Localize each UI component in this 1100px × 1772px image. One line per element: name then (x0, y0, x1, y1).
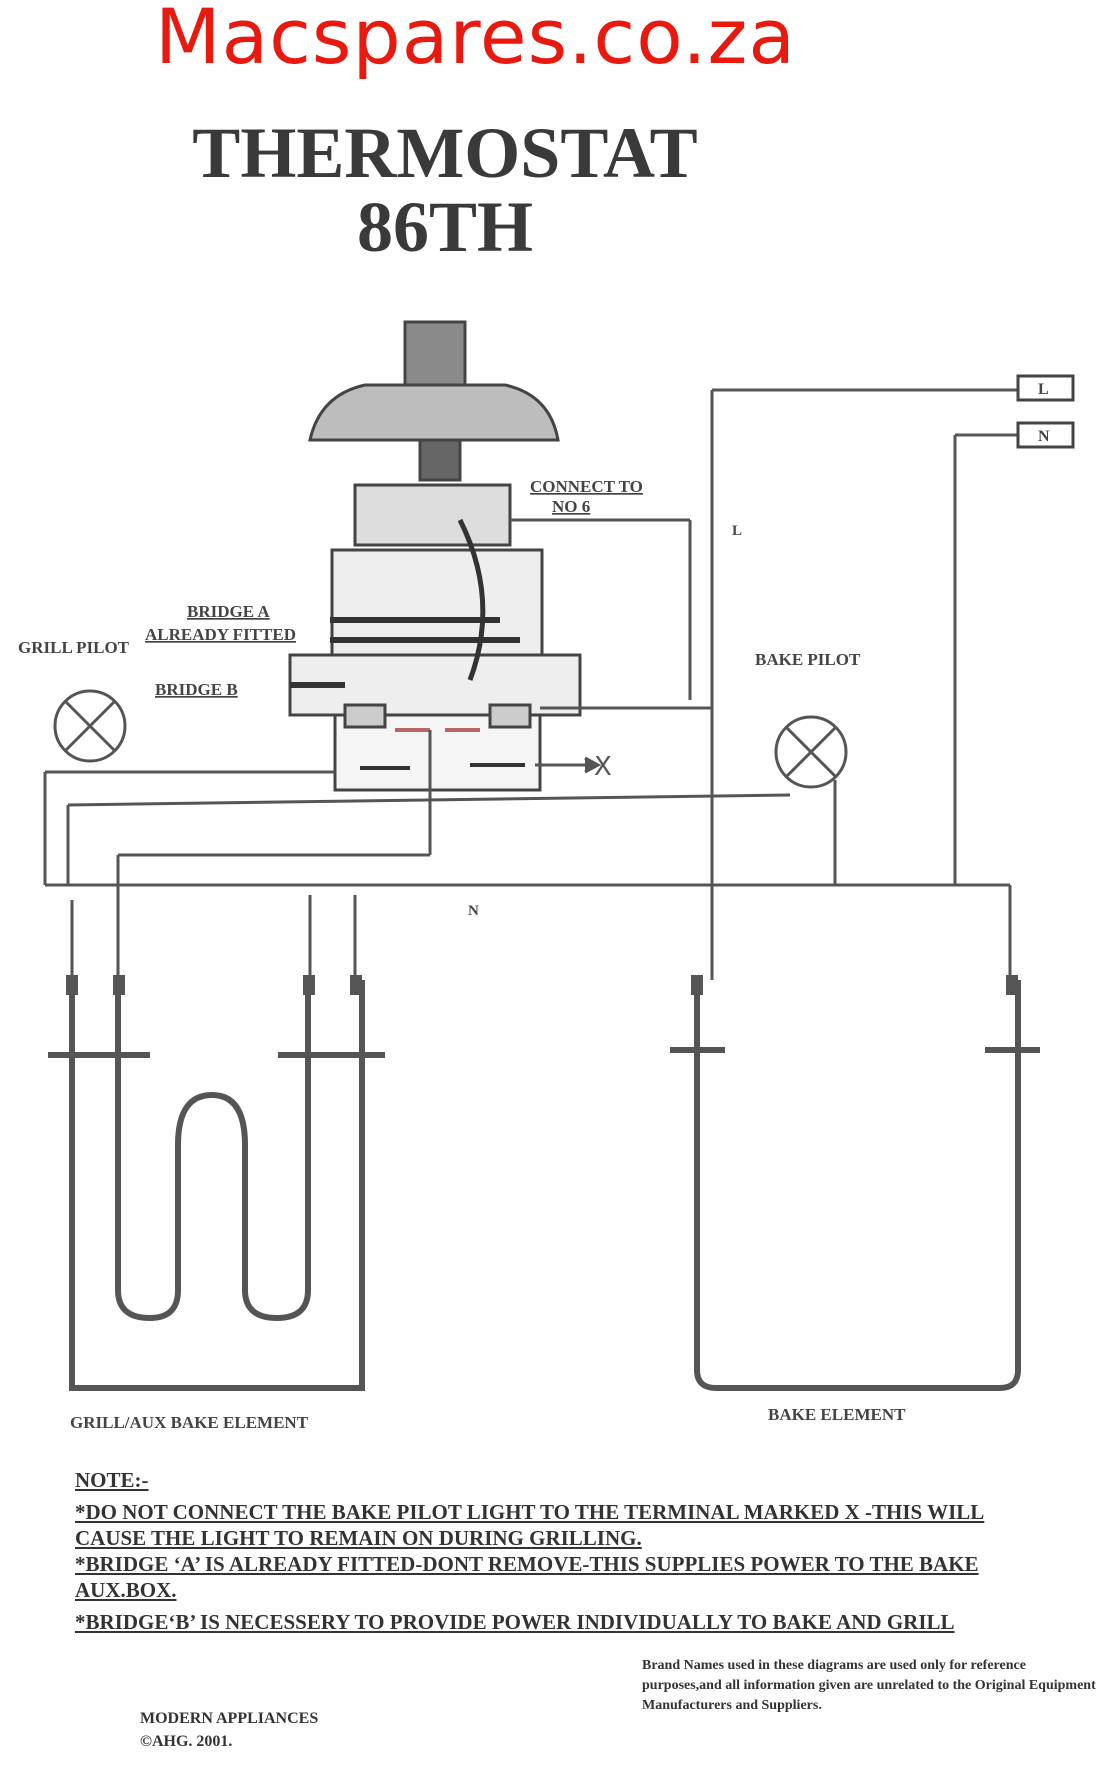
grill-pilot-light (53, 689, 127, 763)
label-x-terminal: X (594, 752, 612, 782)
note-1b: CAUSE THE LIGHT TO REMAIN ON DURING GRIL… (75, 1526, 642, 1550)
note-2a: *BRIDGE ‘A’ IS ALREADY FITTED-DONT REMOV… (75, 1552, 979, 1576)
terminal-l (1016, 374, 1075, 402)
thermostat-knob (308, 383, 560, 442)
diagram-title: THERMOSTAT (192, 113, 698, 193)
maker-name: MODERN APPLIANCES (140, 1710, 319, 1727)
note-heading: NOTE:- (75, 1468, 149, 1492)
terminal-l-label: L (1038, 381, 1049, 398)
brand-watermark: Macspares.co.za (155, 0, 796, 81)
note-2b: AUX.BOX. (75, 1578, 177, 1602)
note-1a: *DO NOT CONNECT THE BAKE PILOT LIGHT TO … (75, 1500, 985, 1524)
knob-shaft (403, 320, 467, 394)
label-bake-element: BAKE ELEMENT (768, 1405, 906, 1424)
maker-copyright: ©AHG. 2001. (140, 1733, 233, 1750)
thermostat-body (330, 548, 544, 662)
grill-element (48, 975, 385, 1391)
label-l-wire: L (732, 523, 742, 539)
label-grill-element: GRILL/AUX BAKE ELEMENT (70, 1413, 309, 1432)
label-bridge-a: BRIDGE A (187, 602, 270, 621)
label-grill-pilot: GRILL PILOT (18, 638, 130, 657)
bake-pilot-light (774, 715, 848, 789)
label-bridge-b: BRIDGE B (155, 680, 238, 699)
thermostat-head (353, 483, 512, 547)
label-connect-to: CONNECT TO (530, 477, 643, 496)
label-already-fitted: ALREADY FITTED (145, 625, 296, 644)
label-bake-pilot: BAKE PILOT (755, 650, 861, 669)
bridge-wire (457, 518, 486, 681)
terminal-n (1016, 421, 1075, 449)
label-n-wire: N (468, 903, 479, 919)
bake-element (670, 975, 1040, 1391)
diagram-model: 86TH (356, 187, 534, 267)
disclaimer: Brand Names used in these diagrams are u… (642, 1658, 1096, 1713)
note-3: *BRIDGE‘B’ IS NECESSERY TO PROVIDE POWER… (75, 1610, 955, 1634)
label-no6: NO 6 (552, 497, 590, 516)
terminal-n-label: N (1038, 428, 1050, 445)
